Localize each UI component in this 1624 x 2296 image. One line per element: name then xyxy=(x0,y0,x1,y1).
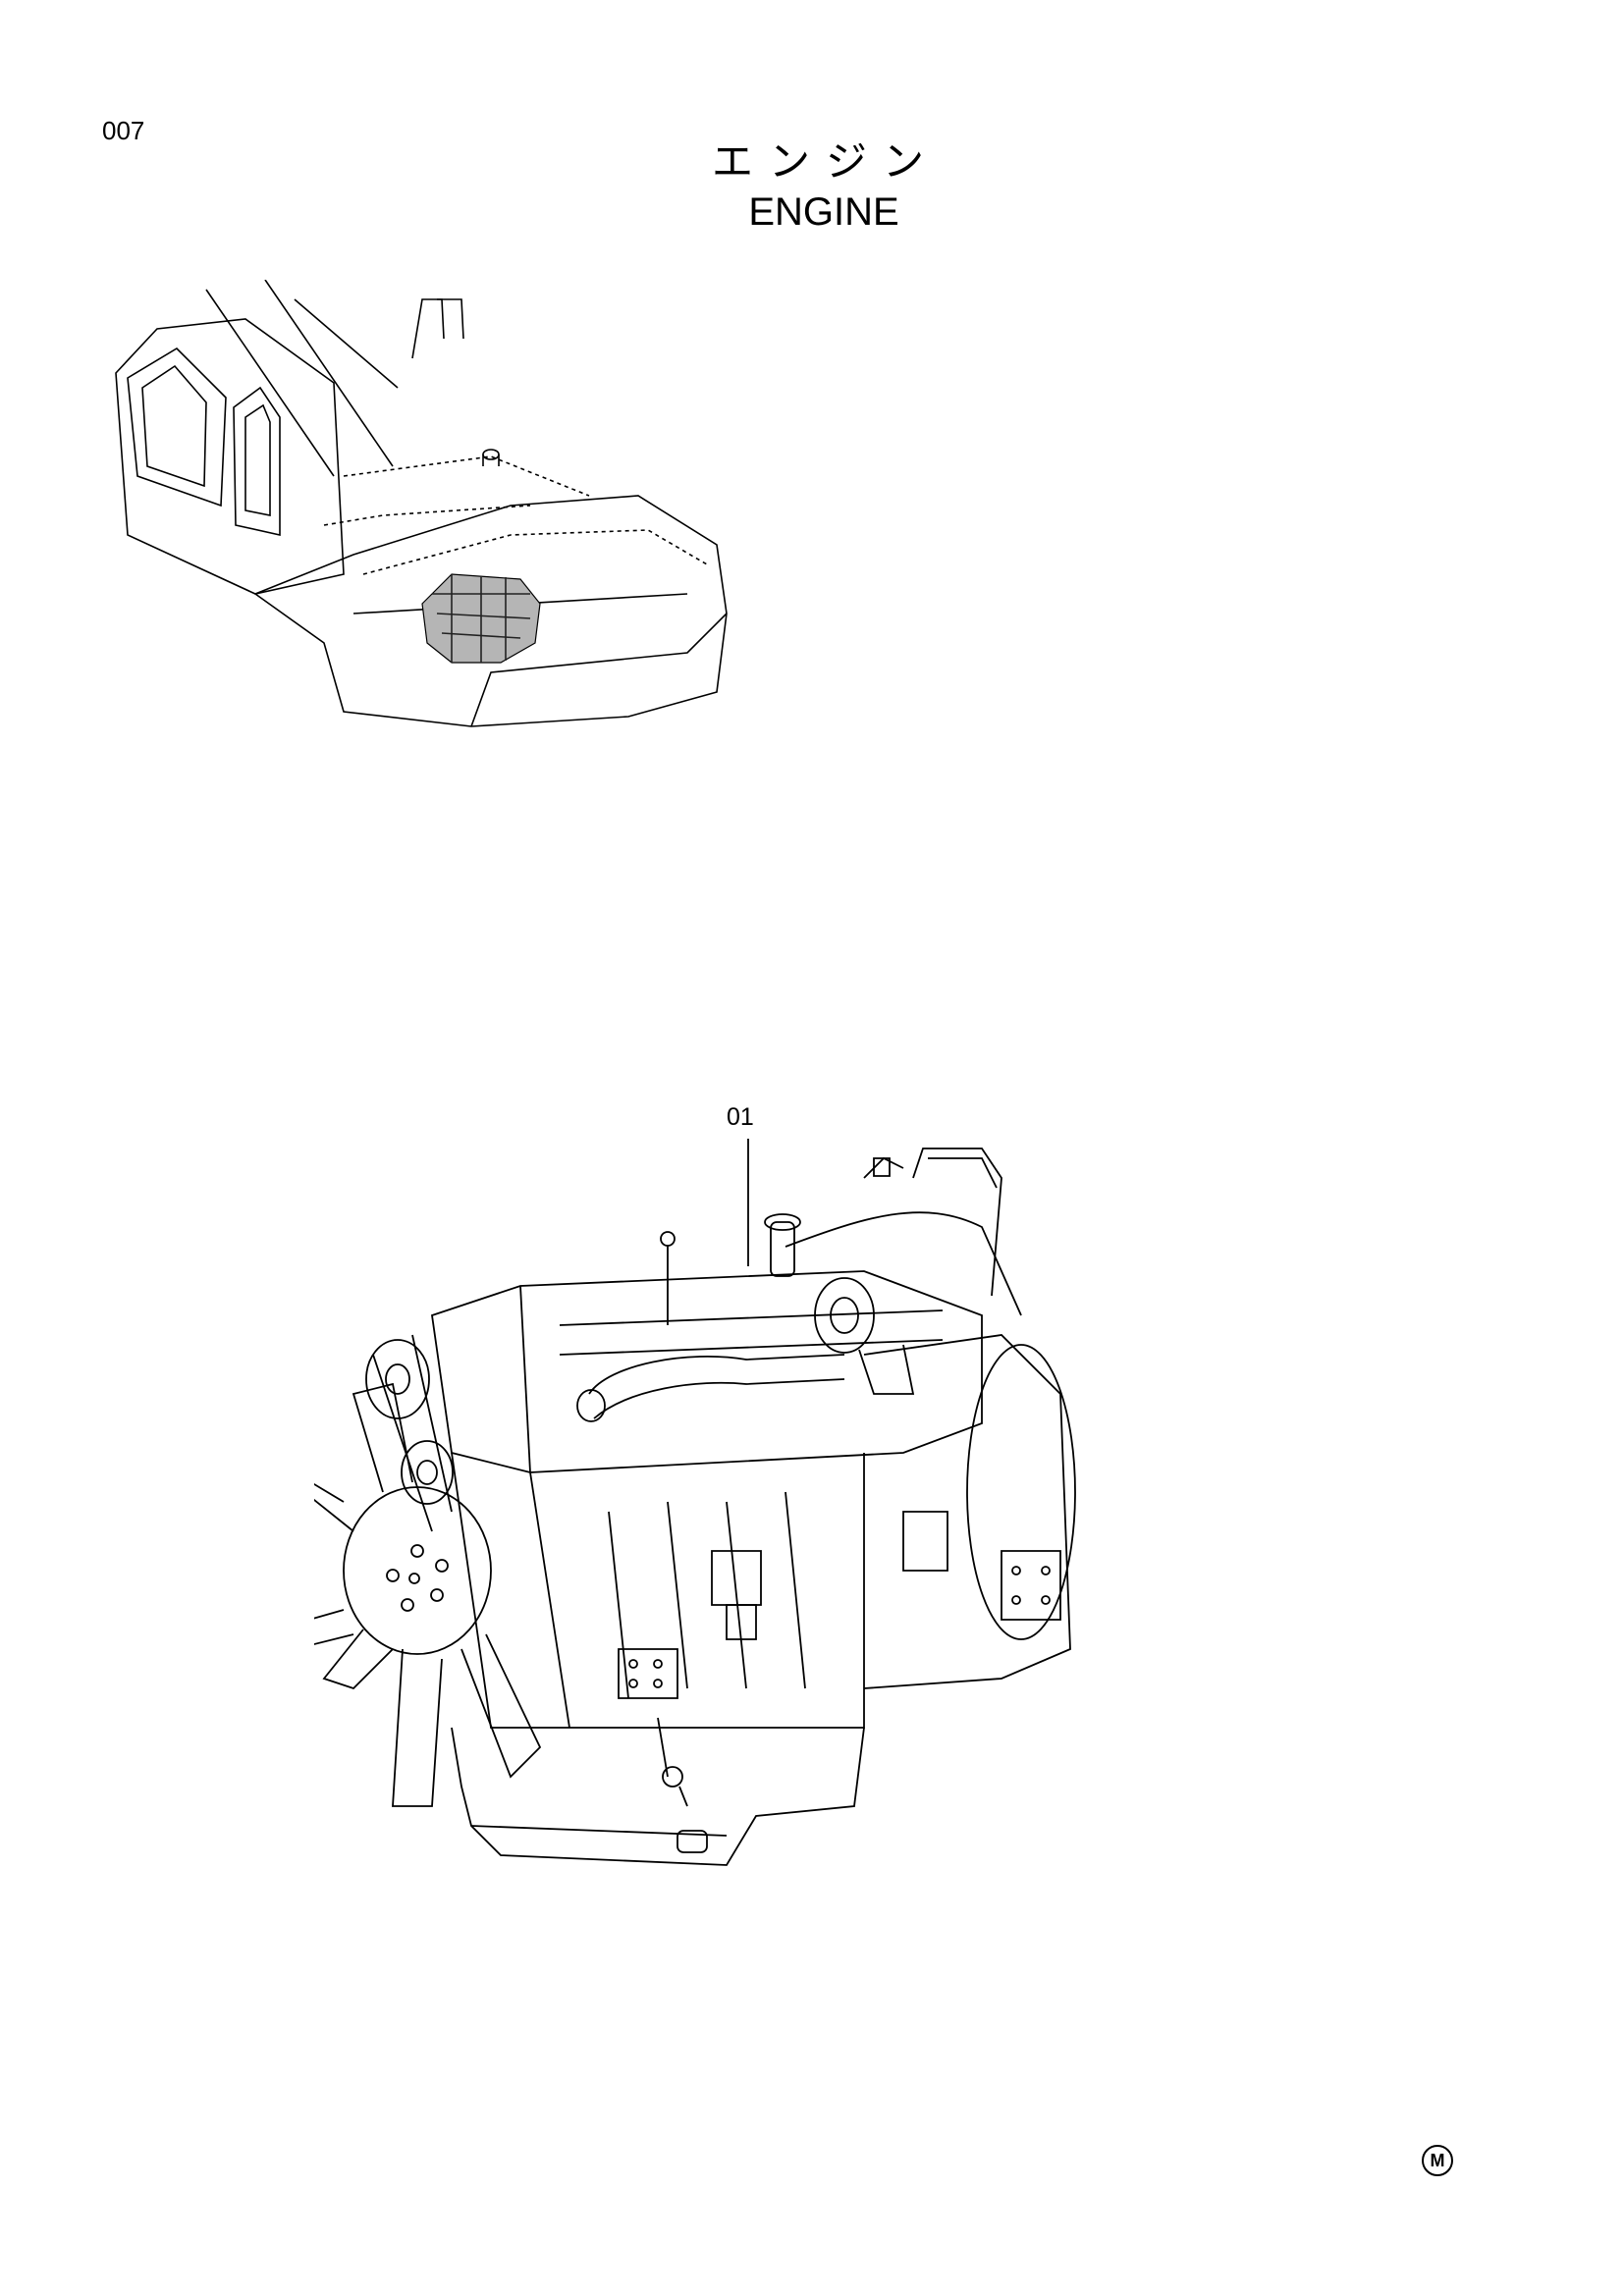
title-japanese: エンジン xyxy=(711,137,940,186)
title-english: ENGINE xyxy=(748,190,899,235)
engine-assembly-icon xyxy=(314,1099,1198,1924)
page-title: エンジン ENGINE xyxy=(0,137,1624,238)
excavator-location-icon xyxy=(98,280,746,751)
page-number: 007 xyxy=(102,116,145,145)
m-mark-icon: M xyxy=(1422,2145,1453,2176)
callout-label-01: 01 xyxy=(727,1103,754,1131)
